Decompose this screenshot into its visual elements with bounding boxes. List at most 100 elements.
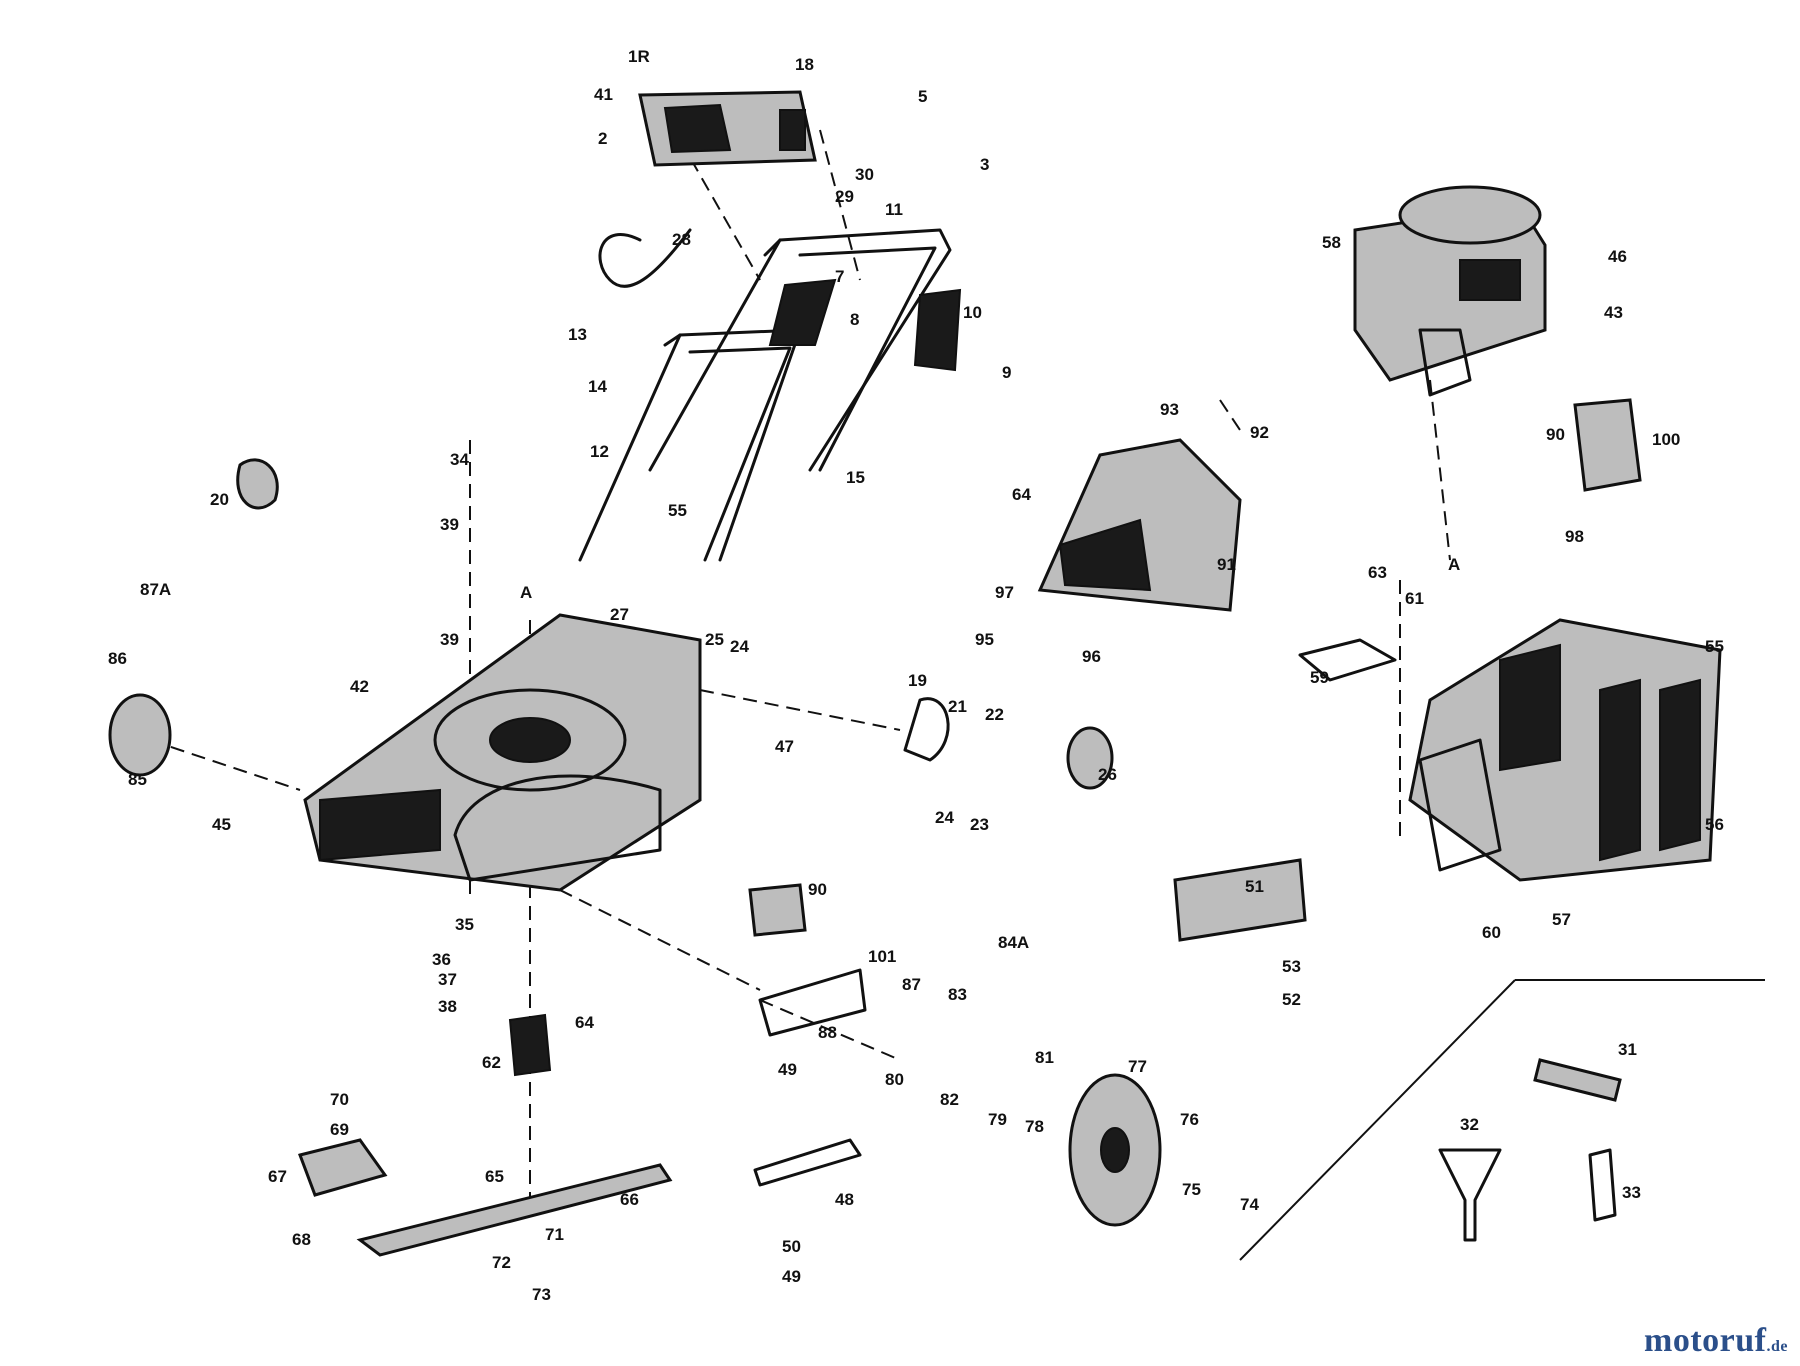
label-23: 23 xyxy=(970,815,989,834)
wheels xyxy=(108,693,1162,1227)
label-72: 72 xyxy=(492,1253,511,1272)
label-A-2: A xyxy=(1448,555,1460,574)
label-19: 19 xyxy=(908,671,927,690)
label-48: 48 xyxy=(835,1190,854,1209)
label-25: 25 xyxy=(705,630,724,649)
label-28: 28 xyxy=(672,230,691,249)
part-labels: 1R 41 2 18 5 3 30 29 28 11 7 8 10 9 13 1… xyxy=(108,47,1724,1304)
label-11: 11 xyxy=(885,200,903,219)
watermark-brand: motoruf xyxy=(1644,1322,1767,1359)
label-92: 92 xyxy=(1250,423,1269,442)
label-82: 82 xyxy=(940,1090,959,1109)
label-71: 71 xyxy=(545,1225,564,1244)
label-A-1: A xyxy=(520,583,532,602)
motoruf-watermark: motoruf.de xyxy=(1644,1322,1788,1360)
label-83: 83 xyxy=(948,985,967,1004)
label-24-b: 24 xyxy=(935,808,954,827)
blade-assembly xyxy=(298,968,867,1257)
label-59: 59 xyxy=(1310,668,1329,687)
label-24-a: 24 xyxy=(730,637,749,656)
label-34: 34 xyxy=(450,450,469,469)
handle-assembly xyxy=(578,90,962,562)
label-13: 13 xyxy=(568,325,587,344)
grass-bag-top xyxy=(1037,438,1242,612)
label-9: 9 xyxy=(1002,363,1011,382)
label-77: 77 xyxy=(1128,1057,1147,1076)
label-101: 101 xyxy=(868,947,896,966)
label-29: 29 xyxy=(835,187,854,206)
grass-catcher xyxy=(1408,618,1722,882)
label-65: 65 xyxy=(485,1167,504,1186)
label-73: 73 xyxy=(532,1285,551,1304)
label-46: 46 xyxy=(1608,247,1627,266)
label-88: 88 xyxy=(818,1023,837,1042)
label-84A: 84A xyxy=(998,933,1029,952)
label-41: 41 xyxy=(594,85,613,104)
label-45: 45 xyxy=(212,815,231,834)
label-81: 81 xyxy=(1035,1048,1054,1067)
label-60: 60 xyxy=(1482,923,1501,942)
label-49-a: 49 xyxy=(778,1060,797,1079)
label-90-b: 90 xyxy=(808,880,827,899)
label-39-a: 39 xyxy=(440,515,459,534)
label-47: 47 xyxy=(775,737,794,756)
label-31: 31 xyxy=(1618,1040,1637,1059)
label-85: 85 xyxy=(128,770,147,789)
label-87A: 87A xyxy=(140,580,171,599)
label-21: 21 xyxy=(948,697,967,716)
label-55-b: 55 xyxy=(1705,637,1724,656)
label-97: 97 xyxy=(995,583,1014,602)
label-8: 8 xyxy=(850,310,859,329)
watermark-tld: .de xyxy=(1766,1338,1788,1355)
label-1R: 1R xyxy=(628,47,650,66)
label-58: 58 xyxy=(1322,233,1341,252)
label-3: 3 xyxy=(980,155,989,174)
label-35: 35 xyxy=(455,915,474,934)
label-2: 2 xyxy=(598,129,607,148)
label-75: 75 xyxy=(1182,1180,1201,1199)
label-98: 98 xyxy=(1565,527,1584,546)
label-95: 95 xyxy=(975,630,994,649)
label-64-b: 64 xyxy=(575,1013,594,1032)
label-37: 37 xyxy=(438,970,457,989)
label-5: 5 xyxy=(918,87,927,106)
label-80: 80 xyxy=(885,1070,904,1089)
label-32: 32 xyxy=(1460,1115,1479,1134)
label-70: 70 xyxy=(330,1090,349,1109)
label-53: 53 xyxy=(1282,957,1301,976)
label-76: 76 xyxy=(1180,1110,1199,1129)
label-64: 64 xyxy=(1012,485,1031,504)
label-96: 96 xyxy=(1082,647,1101,666)
label-91: 91 xyxy=(1217,555,1236,574)
label-87: 87 xyxy=(902,975,921,994)
label-12: 12 xyxy=(590,442,609,461)
label-68: 68 xyxy=(292,1230,311,1249)
label-52: 52 xyxy=(1282,990,1301,1009)
label-33: 33 xyxy=(1622,1183,1641,1202)
label-67: 67 xyxy=(268,1167,287,1186)
label-93: 93 xyxy=(1160,400,1179,419)
label-100: 100 xyxy=(1652,430,1680,449)
misc-parts xyxy=(236,398,1642,1242)
label-30: 30 xyxy=(855,165,874,184)
label-66: 66 xyxy=(620,1190,639,1209)
label-14: 14 xyxy=(588,377,607,396)
label-38: 38 xyxy=(438,997,457,1016)
label-36: 36 xyxy=(432,950,451,969)
label-15: 15 xyxy=(846,468,865,487)
label-62: 62 xyxy=(482,1053,501,1072)
mower-deck xyxy=(303,613,702,892)
label-43: 43 xyxy=(1604,303,1623,322)
label-74: 74 xyxy=(1240,1195,1259,1214)
label-50: 50 xyxy=(782,1237,801,1256)
label-90-a: 90 xyxy=(1546,425,1565,444)
label-57: 57 xyxy=(1552,910,1571,929)
label-26: 26 xyxy=(1098,765,1117,784)
label-79: 79 xyxy=(988,1110,1007,1129)
label-39-b: 39 xyxy=(440,630,459,649)
label-55-a: 55 xyxy=(668,501,687,520)
label-63: 63 xyxy=(1368,563,1387,582)
label-49-b: 49 xyxy=(782,1267,801,1286)
label-86: 86 xyxy=(108,649,127,668)
